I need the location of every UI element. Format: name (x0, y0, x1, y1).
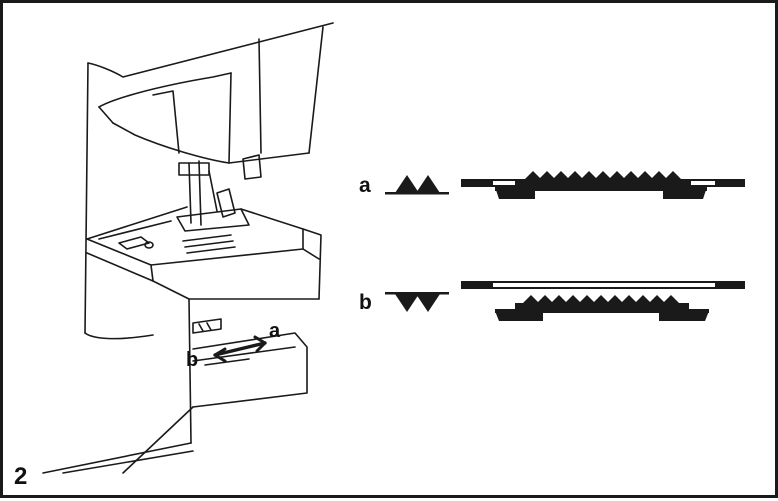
double-triangle-down-icon (385, 292, 449, 312)
position-label-a: a (359, 174, 371, 197)
feed-dog-raised-diagram (385, 171, 745, 199)
position-label-b: b (359, 291, 372, 314)
feed-dog-lowered-diagram (385, 281, 745, 321)
sewing-machine-illustration (42, 22, 334, 474)
figure-number: 2 (14, 463, 28, 490)
double-triangle-up-icon (385, 175, 449, 195)
lever-label-b: b (186, 349, 199, 371)
lever-label-a: a (269, 320, 281, 342)
